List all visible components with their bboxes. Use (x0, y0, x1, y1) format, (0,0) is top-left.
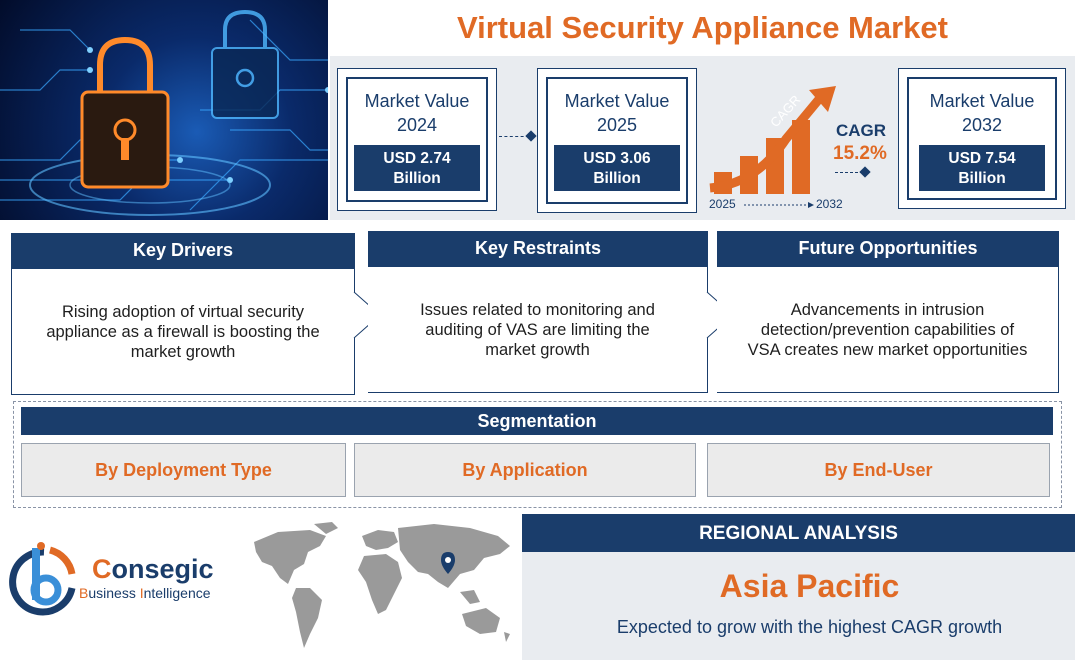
key-drivers-card: Key Drivers Rising adoption of virtual s… (11, 233, 355, 395)
logo-b-icon (9, 542, 76, 616)
hero-security-image (0, 0, 328, 220)
location-pin-icon (441, 552, 455, 574)
padlock-icon (80, 36, 170, 189)
card-text: Issues related to monitoring and auditin… (368, 267, 708, 393)
cagr-end-year: 2032 (816, 197, 843, 211)
page-title: Virtual Security Appliance Market (456, 10, 948, 45)
card-title: Key Drivers (11, 233, 355, 269)
connector-line (499, 136, 529, 137)
bar-growth-icon: CAGR (709, 86, 836, 208)
world-map-icon (254, 522, 510, 648)
regional-note: Expected to grow with the highest CAGR g… (616, 617, 1003, 637)
segmentation-frame (13, 401, 1062, 508)
card-text: Advancements in intrusion detection/prev… (717, 267, 1059, 393)
segment-end-user: By End-User (707, 443, 1050, 497)
key-restraints-card: Key Restraints Issues related to monitor… (368, 231, 708, 393)
logo-name: Consegic (92, 554, 214, 584)
logo-tagline: Business Intelligence (79, 585, 211, 601)
card-title: Future Opportunities (717, 231, 1059, 267)
segmentation-title: Segmentation (21, 407, 1053, 435)
cagr-start-year: 2025 (709, 197, 736, 211)
cagr-value: 15.2% (833, 143, 887, 164)
cagr-label: CAGR (836, 121, 887, 140)
card-title: Key Restraints (368, 231, 708, 267)
segment-deployment-type: By Deployment Type (21, 443, 346, 497)
connector-line (835, 172, 863, 173)
regional-title: REGIONAL ANALYSIS (522, 514, 1075, 552)
future-opportunities-card: Future Opportunities Advancements in int… (717, 231, 1059, 393)
segment-application: By Application (354, 443, 696, 497)
regional-region: Asia Pacific (719, 568, 900, 604)
card-text: Rising adoption of virtual security appl… (11, 269, 355, 395)
